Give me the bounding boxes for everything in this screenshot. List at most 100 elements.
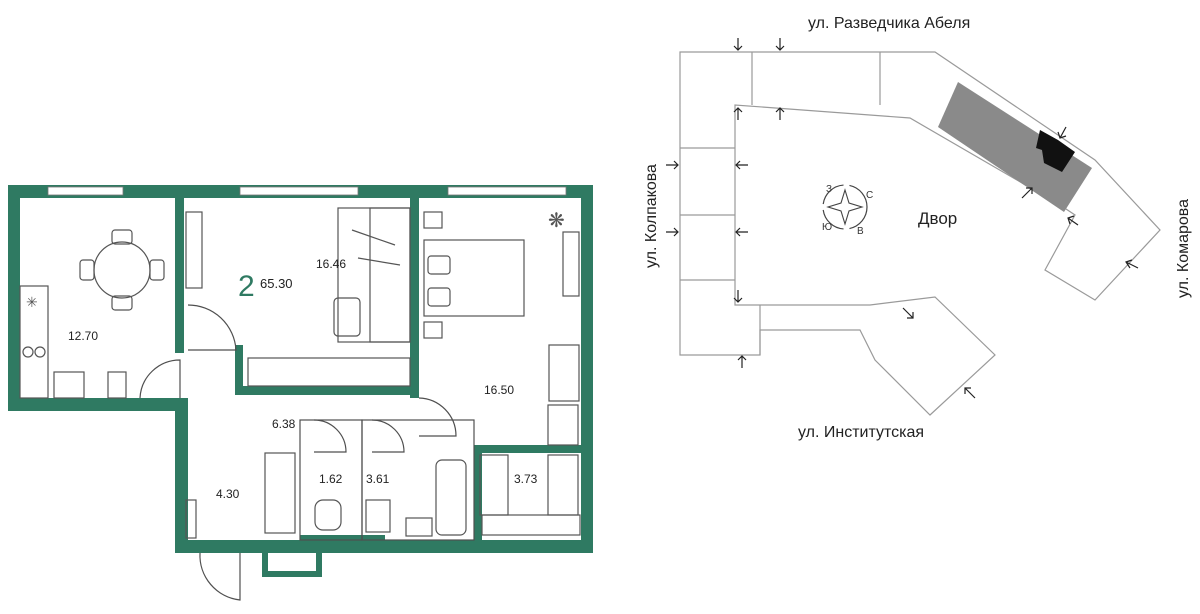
closet-shelf bbox=[479, 454, 509, 516]
entry-arrow bbox=[1021, 187, 1033, 199]
nightstand bbox=[423, 211, 443, 229]
wall-bottom-left bbox=[175, 540, 245, 553]
area-kitchen: 12.70 bbox=[68, 329, 98, 343]
tv-bedroom bbox=[562, 231, 580, 297]
area-closet: 3.73 bbox=[514, 472, 538, 486]
chair bbox=[111, 295, 133, 311]
courtyard-label: Двор bbox=[918, 209, 957, 228]
entry-arrow bbox=[902, 307, 914, 319]
compass-north: С bbox=[866, 190, 873, 201]
burner bbox=[22, 346, 34, 358]
plant-icon: ❋ bbox=[548, 210, 565, 232]
nightstand bbox=[423, 321, 443, 339]
compass-west: З bbox=[826, 184, 832, 195]
entry-shoe-rack bbox=[185, 499, 197, 539]
wall-living-stub bbox=[235, 345, 243, 390]
wardrobe bbox=[264, 452, 296, 534]
sink bbox=[53, 371, 85, 399]
entry-arrow bbox=[733, 290, 743, 303]
entry-arrow bbox=[1067, 215, 1079, 226]
people-on-sofa bbox=[351, 229, 401, 266]
dining-table bbox=[93, 241, 151, 299]
area-toilet: 1.62 bbox=[319, 472, 343, 486]
bedroom-furniture: ❋ bbox=[423, 210, 580, 446]
entry-arrow bbox=[666, 160, 679, 170]
area-bath: 3.61 bbox=[366, 472, 390, 486]
pillow bbox=[427, 255, 451, 275]
area-entry: 4.30 bbox=[216, 487, 240, 501]
entry-arrow bbox=[1125, 259, 1139, 269]
hob-icon: ✳ bbox=[26, 294, 38, 310]
bath-room bbox=[361, 419, 475, 541]
wet-rooms bbox=[185, 452, 581, 539]
living-furniture bbox=[185, 207, 411, 387]
fridge bbox=[107, 371, 127, 399]
wall-entry-left bbox=[175, 398, 188, 553]
apartment-location bbox=[1036, 130, 1075, 172]
highlighted-section bbox=[938, 82, 1092, 212]
total-area: 65.30 bbox=[260, 276, 293, 291]
wall-living-bottom bbox=[235, 386, 415, 395]
wall-wc-bottom bbox=[300, 535, 385, 543]
desk bbox=[548, 344, 580, 402]
floor-plan: ✳ ❋ bbox=[8, 185, 593, 601]
door-kitchen bbox=[139, 359, 181, 399]
compass-east: В bbox=[857, 226, 864, 237]
balcony-inner bbox=[268, 553, 316, 571]
wall-right bbox=[581, 185, 593, 553]
window-living bbox=[239, 186, 359, 196]
washbasin bbox=[405, 517, 433, 537]
wall-kitchen-bottom bbox=[8, 398, 188, 411]
pillow bbox=[427, 287, 451, 307]
entry-arrow bbox=[1057, 126, 1067, 139]
compass-icon: С В Ю З bbox=[822, 184, 873, 237]
closet-rail bbox=[481, 514, 581, 536]
room-count: 2 bbox=[238, 270, 255, 303]
bed bbox=[423, 239, 525, 317]
entry-arrow bbox=[733, 38, 743, 51]
burner bbox=[34, 346, 46, 358]
kitchen-counter bbox=[19, 285, 49, 399]
area-hall: 6.38 bbox=[272, 417, 296, 431]
door-entrance bbox=[199, 552, 241, 601]
compass-south: Ю bbox=[822, 222, 832, 233]
wall-living-bedroom bbox=[410, 198, 419, 398]
door-living bbox=[187, 304, 237, 351]
street-north: ул. Разведчика Абеля bbox=[808, 15, 970, 32]
entry-arrow bbox=[733, 107, 743, 120]
door-bath bbox=[371, 419, 405, 453]
area-bedroom: 16.50 bbox=[484, 383, 514, 397]
sofa bbox=[337, 207, 411, 343]
site-plan: С В Ю З Двор ул. Разведчика Абеля ул. Ин… bbox=[643, 15, 1192, 441]
sofa-seat bbox=[369, 207, 411, 343]
radiator-bedroom bbox=[547, 404, 579, 446]
entry-arrow bbox=[666, 227, 679, 237]
area-living: 16.46 bbox=[316, 257, 346, 271]
door-toilet bbox=[313, 419, 347, 453]
entry-arrow bbox=[735, 227, 748, 237]
bathtub bbox=[435, 459, 467, 536]
chair bbox=[111, 229, 133, 245]
chair bbox=[149, 259, 165, 281]
washing-machine bbox=[365, 499, 391, 533]
coffee-table bbox=[333, 297, 361, 337]
kitchen-furniture: ✳ bbox=[19, 229, 165, 399]
wall-left bbox=[8, 185, 20, 411]
toilet bbox=[314, 499, 342, 531]
street-east: ул. Комарова bbox=[1175, 199, 1192, 298]
building-outline bbox=[679, 51, 1161, 416]
entry-arrow bbox=[775, 38, 785, 51]
tv-stand bbox=[185, 211, 203, 289]
closet-shelf bbox=[547, 454, 579, 516]
street-west: ул. Колпакова bbox=[643, 164, 660, 268]
wall-closet-left bbox=[474, 445, 482, 540]
wall-bottom bbox=[245, 540, 593, 553]
entry-arrow bbox=[735, 160, 748, 170]
radiator-living bbox=[247, 357, 411, 387]
window-bedroom bbox=[447, 186, 567, 196]
chair bbox=[79, 259, 95, 281]
entry-arrow bbox=[775, 107, 785, 120]
wall-closet-top bbox=[474, 445, 584, 453]
